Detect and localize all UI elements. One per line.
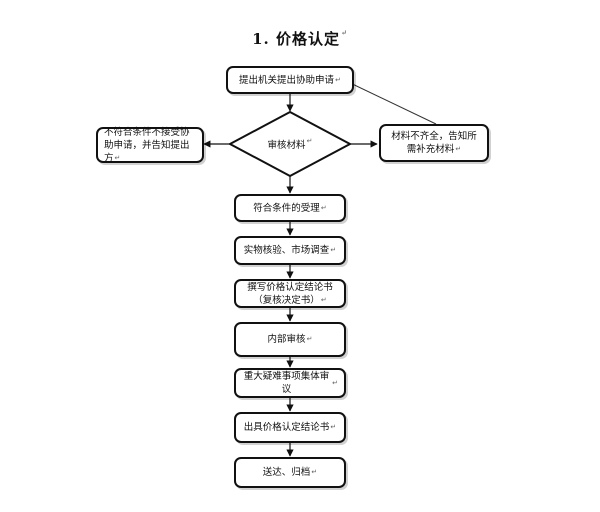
paragraph-mark: ↵ <box>335 75 341 84</box>
node-label: 出具价格认定结论书 <box>243 422 330 433</box>
title-text: 1. 价格认定 <box>252 30 340 48</box>
paragraph-mark: ↵ <box>311 468 318 476</box>
node-label: 撰写价格认定结论书（复核决定书） <box>247 281 333 306</box>
node-draft-conclusion: 撰写价格认定结论书（复核决定书）↵ <box>234 279 346 308</box>
node-accept: 符合条件的受理↵ <box>234 194 346 222</box>
node-label-wrap: 撰写价格认定结论书（复核决定书）↵ <box>242 281 338 307</box>
paragraph-mark: ↵ <box>455 145 462 153</box>
paragraph-mark: ↵ <box>306 335 313 343</box>
node-label: 实物核验、市场调查 <box>243 245 330 256</box>
node-label: 符合条件的受理 <box>253 202 320 214</box>
paragraph-mark: ↵ <box>330 246 337 254</box>
node-label: 内部审核 <box>267 334 306 345</box>
node-reject-request: 不符合条件不接受协助申请，并告知提出方↵ <box>96 126 204 165</box>
review-text: 审核材料 <box>267 140 306 151</box>
node-label: 提出机关提出协助申请 <box>239 74 335 86</box>
paragraph-mark: ↵ <box>320 203 327 212</box>
paragraph-mark: ↵ <box>306 137 313 145</box>
node-deliver-archive: 送达、归档↵ <box>234 457 346 488</box>
node-label: 送达、归档 <box>262 467 311 478</box>
node-label: 重大疑难事项集体审议 <box>243 371 330 395</box>
node-collective-deliberation: 重大疑难事项集体审议↵ <box>234 368 346 398</box>
node-internal-review: 内部审核↵ <box>234 322 346 357</box>
review-label: 审核材料↵ <box>250 137 330 151</box>
node-submit-request: 提出机关提出协助申请↵ <box>226 66 354 94</box>
page-title: 1. 价格认定↵ <box>0 28 600 49</box>
paragraph-mark: ↵ <box>114 153 121 162</box>
node-label-wrap: 不符合条件不接受协助申请，并告知提出方↵ <box>104 126 196 165</box>
node-supplement-materials: 材料不齐全，告知所需补充材料↵ <box>379 124 489 162</box>
paragraph-mark: ↵ <box>330 423 337 431</box>
paragraph-mark: ↵ <box>332 378 338 387</box>
node-inspect: 实物核验、市场调查↵ <box>234 236 346 265</box>
node-label: 不符合条件不接受协助申请，并告知提出方 <box>104 126 190 164</box>
node-label: 材料不齐全，告知所需补充材料 <box>391 131 477 155</box>
paragraph-mark: ↵ <box>320 295 327 304</box>
node-label-wrap: 材料不齐全，告知所需补充材料↵ <box>387 130 481 156</box>
node-issue-conclusion: 出具价格认定结论书↵ <box>234 412 346 443</box>
paragraph-mark: ↵ <box>341 28 348 37</box>
line-supplement-to-submit <box>343 79 437 125</box>
